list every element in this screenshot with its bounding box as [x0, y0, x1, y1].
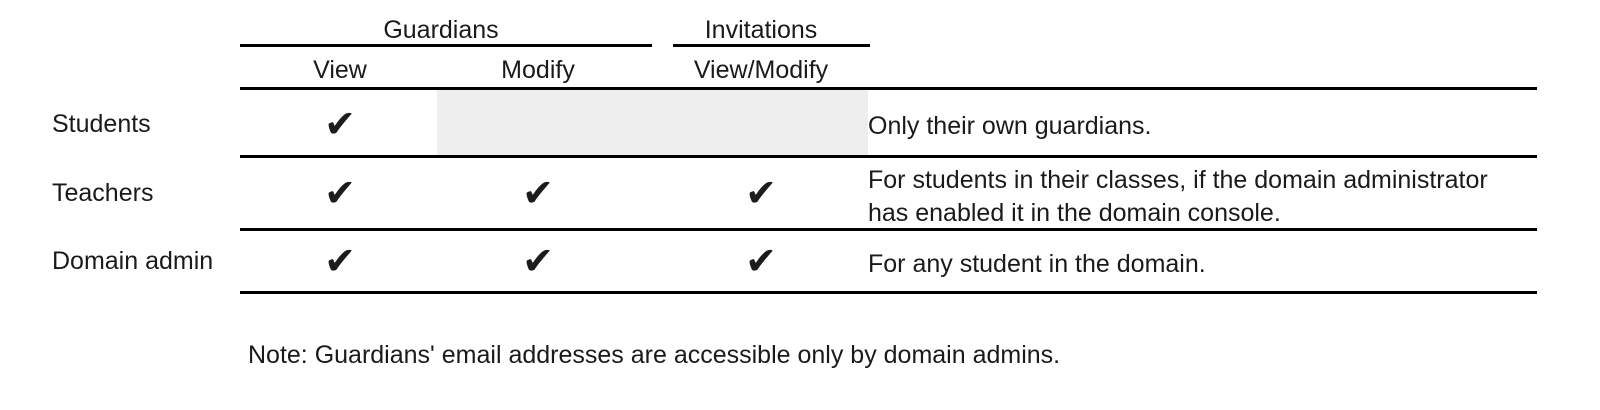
check-icon-teachers-invitations-view-modify: ✔: [745, 171, 777, 215]
check-icon-domain-admin-guardians-view: ✔: [324, 239, 356, 283]
check-icon-domain-admin-invitations-view-modify: ✔: [745, 239, 777, 283]
check-icon-students-guardians-view: ✔: [324, 102, 356, 146]
row-header-students: Students: [52, 110, 151, 138]
row-rule-after-students: [240, 155, 1537, 158]
row-header-teachers: Teachers: [52, 179, 154, 207]
column-header-guardians-modify: Modify: [501, 56, 575, 84]
header-bottom-rule: [240, 87, 1537, 90]
column-group-header-guardians: Guardians: [383, 16, 499, 44]
check-icon-teachers-guardians-modify: ✔: [522, 171, 554, 215]
table-bottom-rule: [240, 291, 1537, 294]
column-header-invitations-view-modify: View/Modify: [693, 56, 829, 84]
row-description-teachers: For students in their classes, if the do…: [868, 166, 1488, 227]
row-rule-after-teachers: [240, 228, 1537, 231]
group-rule-invitations: [673, 44, 870, 47]
row-description-students: Only their own guardians.: [868, 112, 1152, 140]
disabled-cell-shade-students: [437, 90, 868, 155]
footnote-text: Note: Guardians' email addresses are acc…: [248, 341, 1061, 369]
column-header-guardians-view: View: [313, 56, 367, 84]
check-icon-teachers-guardians-view: ✔: [324, 171, 356, 215]
check-icon-domain-admin-guardians-modify: ✔: [522, 239, 554, 283]
column-group-header-invitations: Invitations: [704, 16, 818, 44]
row-header-domain-admin: Domain admin: [52, 247, 214, 275]
row-description-domain-admin: For any student in the domain.: [868, 250, 1206, 278]
group-rule-guardians: [240, 44, 652, 47]
